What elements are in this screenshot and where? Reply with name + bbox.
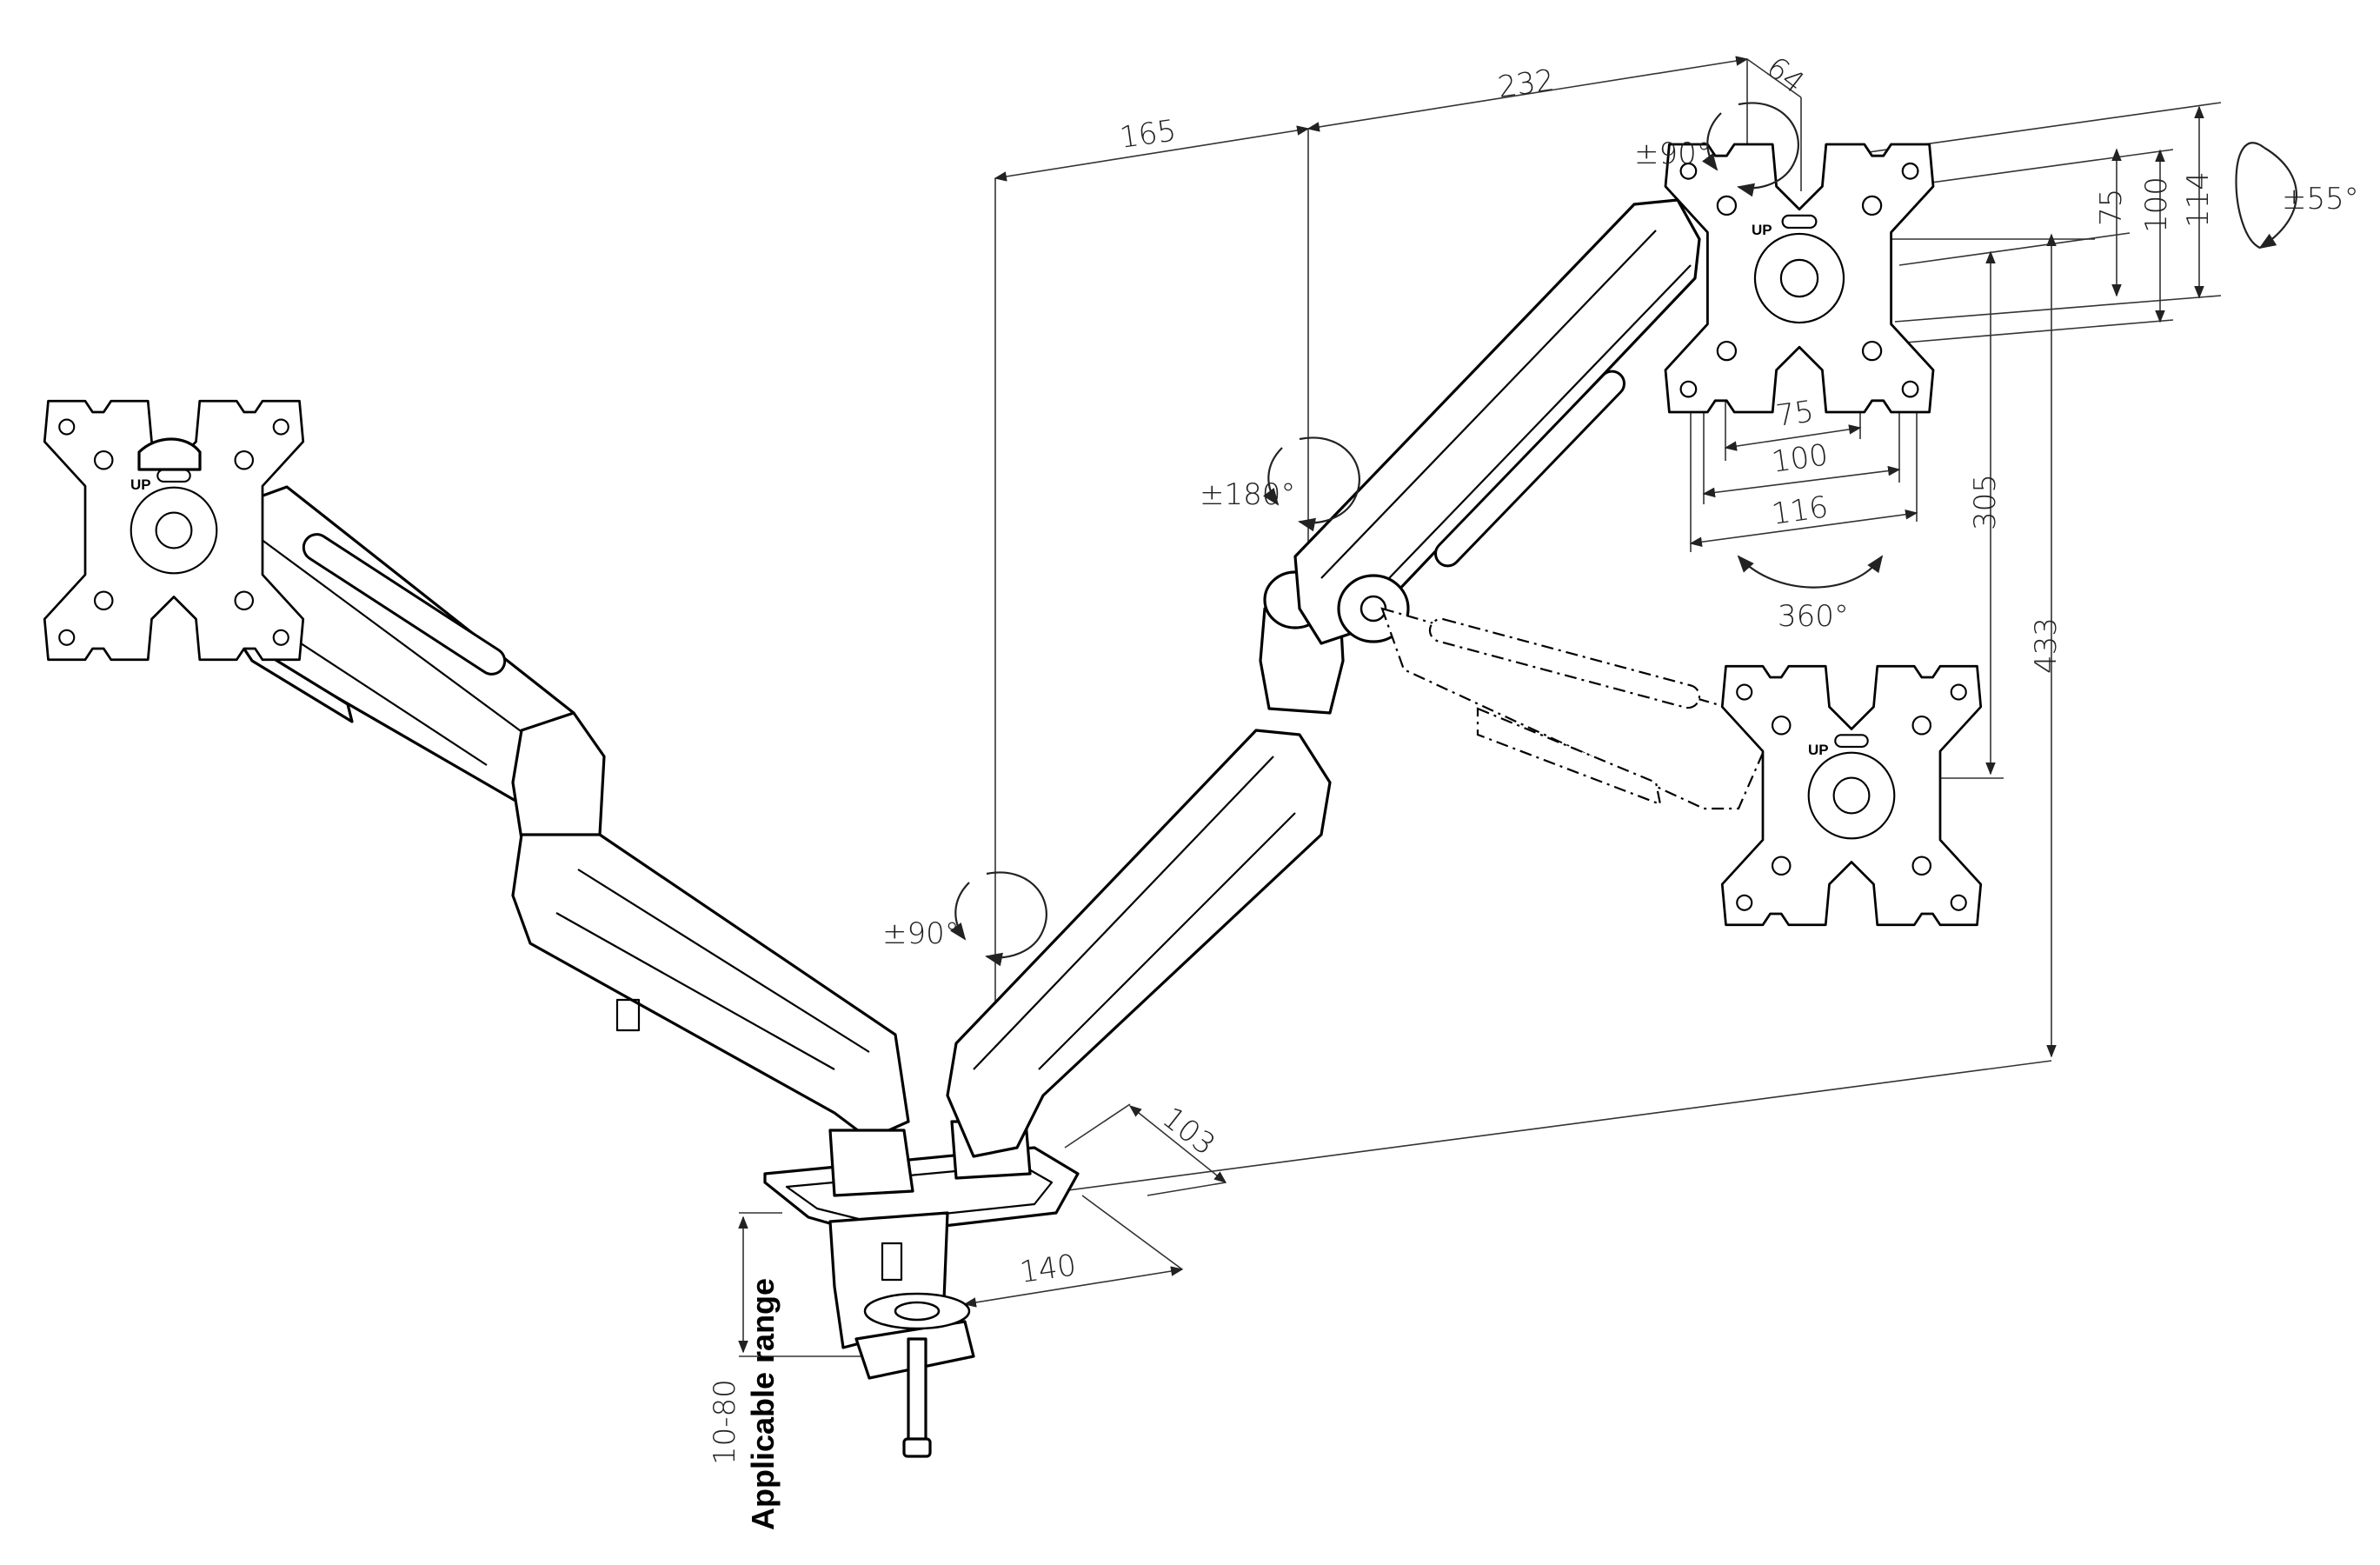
head-swivel: ±90°	[1634, 137, 1712, 171]
dim-100-vertical: 100	[2139, 176, 2174, 233]
left-arm: UP	[43, 399, 910, 1141]
dim-114-vertical: 114	[2181, 171, 2216, 228]
dim-305: 305	[1968, 474, 2003, 530]
dim-75-vertical: 75	[2094, 189, 2129, 226]
dim-64: 64	[1759, 50, 1811, 101]
ghost-arm: UP	[1380, 607, 1983, 927]
base-swivel: ±90°	[882, 916, 960, 951]
tilt-rotation: ±55°	[2282, 182, 2359, 216]
dim-433: 433	[2029, 617, 2064, 674]
clamp-range-label: Applicable range	[745, 1278, 781, 1530]
dim-116-horizontal: 116	[1770, 489, 1831, 532]
elbow-swivel: ±180°	[1200, 477, 1295, 512]
clamp-range-value: 10-80	[708, 1379, 742, 1465]
dim-103: 103	[1155, 1101, 1221, 1162]
rotation-360: 360°	[1778, 599, 1849, 634]
right-arm: UP	[946, 143, 1935, 1158]
dim-100-horizontal: 100	[1770, 437, 1831, 480]
dimension-lines	[738, 56, 2222, 1357]
right-plate-up-label: UP	[1752, 222, 1772, 238]
dim-232: 232	[1496, 63, 1557, 105]
ghost-plate-up-label: UP	[1808, 742, 1829, 758]
dim-75-horizontal: 75	[1774, 394, 1816, 434]
rotation-symbols	[955, 103, 2297, 957]
dim-140: 140	[1018, 1248, 1079, 1290]
dimension-labels: 165 232 64 ±55° ±90° ±180° ±90° 360° 75 …	[708, 50, 2359, 1530]
dim-165: 165	[1118, 113, 1179, 156]
left-plate-up-label: UP	[130, 476, 151, 493]
